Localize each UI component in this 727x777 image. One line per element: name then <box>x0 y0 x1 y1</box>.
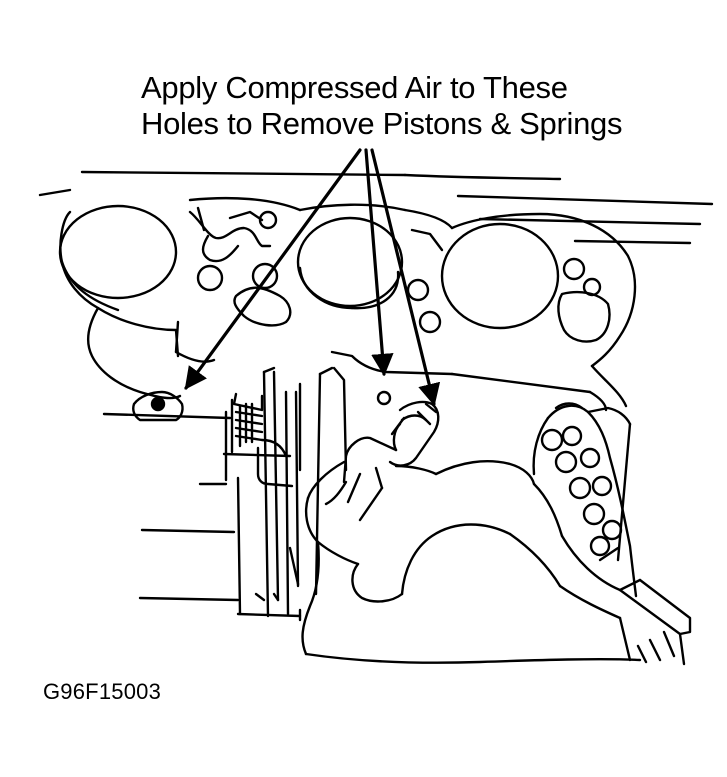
figure-id: G96F15003 <box>43 679 161 704</box>
left-bore <box>58 204 178 300</box>
arrow-to-nozzle-port <box>370 148 441 407</box>
right-bore <box>440 222 560 330</box>
transmission-case-outline <box>38 170 714 420</box>
valve-body-lower <box>138 366 348 622</box>
technician-hand <box>301 460 642 664</box>
left-air-passage <box>132 390 184 422</box>
callout-arrows <box>184 148 441 407</box>
spring-assembly <box>222 392 294 488</box>
fluid-passages <box>174 206 611 363</box>
center-air-passage <box>376 390 392 406</box>
arrow-to-center-passage <box>364 148 394 377</box>
center-bore <box>296 216 404 308</box>
instruction-callout: Apply Compressed Air to These Holes to R… <box>141 70 701 142</box>
arrow-to-left-passage <box>184 148 362 390</box>
cylinder-bores <box>58 204 560 330</box>
air-gun-handle <box>618 578 692 666</box>
callout-line-2: Holes to Remove Pistons & Springs <box>141 106 623 141</box>
callout-line-1: Apply Compressed Air to These <box>141 70 568 105</box>
right-spring-chain <box>532 402 638 598</box>
air-nozzle <box>324 400 440 522</box>
